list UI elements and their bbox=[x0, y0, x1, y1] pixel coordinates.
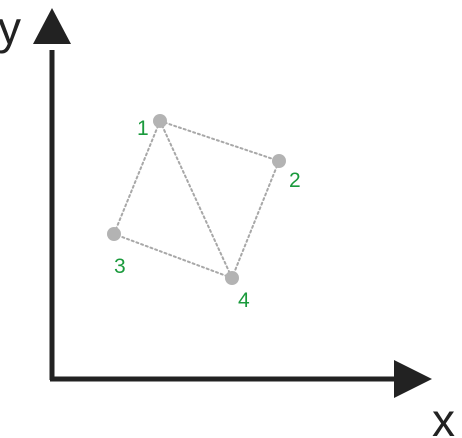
point-4 bbox=[225, 271, 239, 285]
point-label-3: 3 bbox=[114, 255, 126, 278]
x-axis-arrowhead bbox=[394, 360, 432, 398]
edge-3-1 bbox=[113, 120, 161, 235]
point-label-4: 4 bbox=[238, 289, 250, 312]
point-2 bbox=[272, 154, 286, 168]
point-label-2: 2 bbox=[289, 169, 301, 192]
edge-1-2 bbox=[159, 120, 280, 162]
y-axis-arrowhead bbox=[33, 8, 71, 44]
y-axis-label: y bbox=[0, 2, 21, 54]
x-axis-label: x bbox=[432, 394, 455, 438]
edge-1-4 bbox=[159, 120, 233, 279]
point-label-1: 1 bbox=[137, 117, 149, 140]
edges-group bbox=[113, 120, 280, 279]
point-3 bbox=[107, 227, 121, 241]
edge-4-3 bbox=[113, 233, 233, 279]
point-1 bbox=[153, 114, 167, 128]
edge-2-4 bbox=[231, 160, 280, 279]
points-group bbox=[107, 114, 286, 285]
